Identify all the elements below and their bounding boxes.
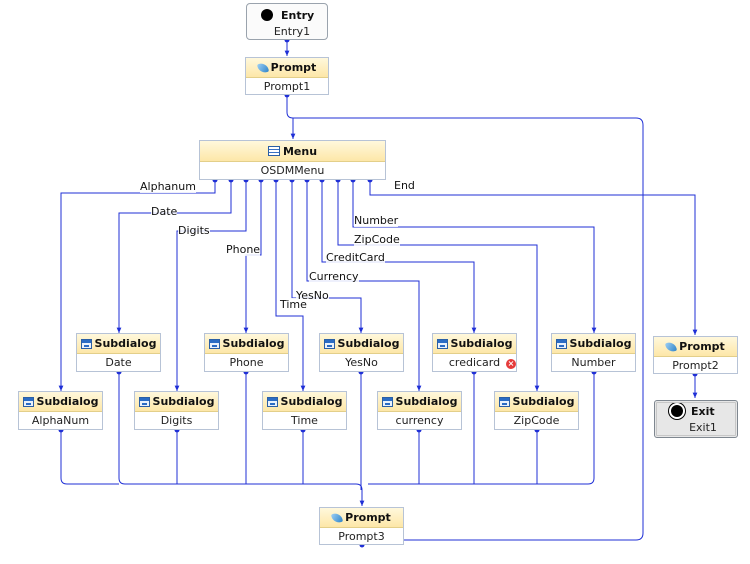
subdialog-type: Subdialog — [450, 337, 513, 350]
subdialog-credicard[interactable]: Subdialog credicard × — [432, 333, 517, 372]
subdialog-type: Subdialog — [222, 337, 285, 350]
edge-alphanum-prompt3 — [60, 430, 119, 485]
entry-name: Entry1 — [273, 25, 311, 38]
edge-creditcard — [321, 180, 477, 333]
subdialog-yesno[interactable]: Subdialog YesNo — [319, 333, 404, 372]
prompt2-node[interactable]: Prompt Prompt2 — [653, 336, 738, 374]
error-icon[interactable]: × — [506, 359, 516, 369]
prompt-icon — [256, 61, 269, 74]
subdialog-name: Number — [571, 356, 616, 369]
entry-icon — [261, 9, 273, 21]
edge-digits — [174, 180, 247, 391]
choice-label-digits: Digits — [178, 224, 210, 237]
subdialog-type: Subdialog — [280, 395, 343, 408]
subdialog-name: credicard — [448, 356, 501, 369]
subdialog-icon — [22, 396, 34, 407]
exit-type: Exit — [691, 404, 715, 418]
subdialog-name: Time — [291, 414, 318, 427]
subdialog-icon — [555, 338, 567, 349]
menu-name: OSDMMenu — [260, 164, 325, 177]
choice-label-creditcard: CreditCard — [326, 251, 385, 264]
prompt1-type: Prompt — [270, 61, 317, 74]
subdialog-name: ZipCode — [513, 414, 560, 427]
subdialog-name: currency — [395, 414, 444, 427]
edge-time — [275, 180, 306, 391]
choice-label-zipcode: ZipCode — [354, 233, 400, 246]
prompt3-node[interactable]: Prompt Prompt3 — [319, 507, 404, 545]
choice-label-currency: Currency — [309, 270, 359, 283]
subdialog-icon — [138, 396, 150, 407]
edge-phone — [243, 180, 262, 333]
choice-label-yesno: YesNo — [296, 289, 329, 302]
choice-label-number: Number — [354, 214, 399, 227]
choice-label-alphanum: Alphanum — [140, 180, 196, 193]
menu-type: Menu — [282, 144, 318, 158]
subdialog-alphanum[interactable]: Subdialog AlphaNum — [18, 391, 103, 430]
prompt2-type: Prompt — [679, 340, 725, 353]
subdialog-type: Subdialog — [512, 395, 575, 408]
subdialog-icon — [498, 396, 510, 407]
subdialog-name: Digits — [160, 414, 193, 427]
subdialog-icon — [436, 338, 448, 349]
subdialog-type: Subdialog — [36, 395, 99, 408]
subdialog-zipcode[interactable]: Subdialog ZipCode — [494, 391, 579, 430]
subdialog-type: Subdialog — [569, 337, 632, 350]
exit-icon — [671, 405, 683, 417]
subdialog-number[interactable]: Subdialog Number — [551, 333, 636, 372]
prompt-icon — [665, 340, 678, 353]
prompt1-node[interactable]: Prompt Prompt1 — [245, 57, 329, 95]
subdialog-currency[interactable]: Subdialog currency — [377, 391, 462, 430]
prompt2-name: Prompt2 — [672, 359, 719, 372]
subdialog-icon — [80, 338, 92, 349]
edge-currency — [306, 180, 422, 391]
edge-zipcode — [337, 180, 540, 391]
subdialog-digits[interactable]: Subdialog Digits — [134, 391, 219, 430]
choice-label-phone: Phone — [226, 243, 261, 256]
prompt1-name: Prompt1 — [263, 80, 311, 93]
subdialog-name: YesNo — [345, 356, 378, 369]
subdialog-type: Subdialog — [152, 395, 215, 408]
subdialog-type: Subdialog — [395, 395, 458, 408]
edge-date-prompt3 — [118, 372, 365, 506]
exit-node[interactable]: Exit Exit1 — [654, 400, 738, 438]
edge-end — [369, 180, 698, 335]
edge-currency-prompt3 — [368, 430, 420, 485]
entry-type: Entry — [281, 8, 315, 22]
edge-prompt3-menu — [293, 117, 644, 541]
subdialog-date[interactable]: Subdialog Date — [76, 333, 161, 372]
prompt3-name: Prompt3 — [338, 530, 385, 543]
subdialog-icon — [208, 338, 220, 349]
subdialog-name: Phone — [229, 356, 264, 369]
entry-node[interactable]: Entry Entry1 — [246, 3, 328, 40]
subdialog-time[interactable]: Subdialog Time — [262, 391, 347, 430]
choice-label-date: Date — [151, 205, 178, 218]
edge-date — [116, 180, 232, 333]
subdialog-type: Subdialog — [94, 337, 157, 350]
exit-name: Exit1 — [689, 421, 717, 434]
subdialog-type: Subdialog — [337, 337, 400, 350]
choice-label-end: End — [394, 179, 415, 192]
edge-number-prompt3 — [419, 372, 595, 485]
menu-node[interactable]: Menu OSDMMenu — [199, 140, 386, 180]
prompt3-type: Prompt — [345, 511, 391, 524]
subdialog-phone[interactable]: Subdialog Phone — [204, 333, 289, 372]
edge-number — [352, 180, 597, 333]
subdialog-name: Date — [105, 356, 132, 369]
edge-prompt1-menu — [286, 95, 296, 139]
prompt-icon — [331, 511, 344, 524]
subdialog-icon — [266, 396, 278, 407]
menu-icon — [267, 146, 280, 156]
subdialog-icon — [381, 396, 393, 407]
subdialog-icon — [323, 338, 335, 349]
subdialog-name: AlphaNum — [31, 414, 90, 427]
edge-alphanum — [58, 180, 216, 391]
